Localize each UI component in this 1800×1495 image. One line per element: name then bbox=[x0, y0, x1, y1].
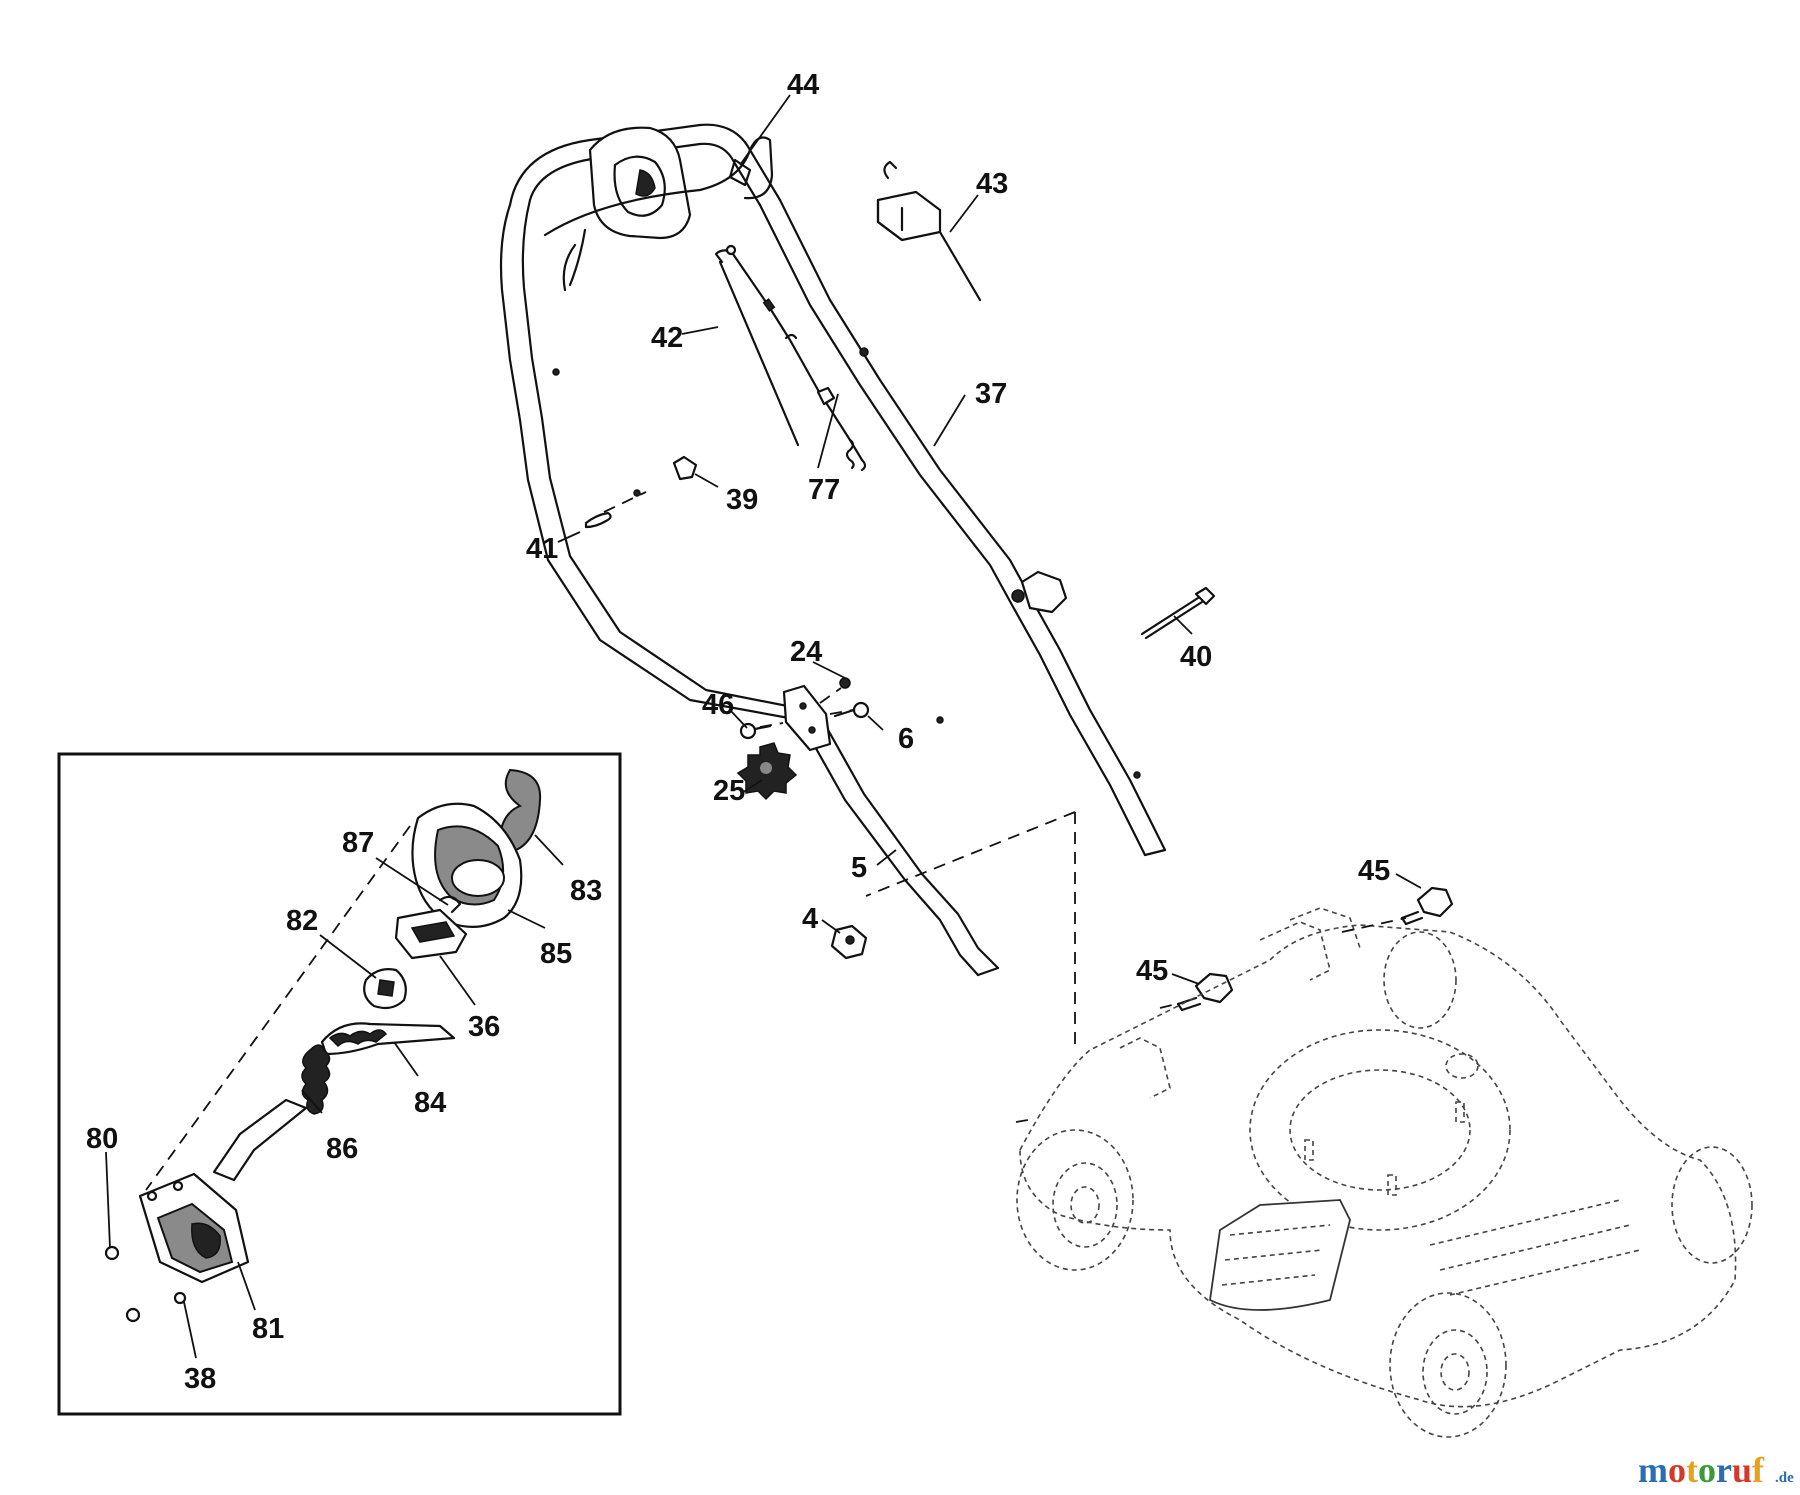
label-81: 81 bbox=[252, 1313, 284, 1345]
wheel-rear-right bbox=[1383, 931, 1457, 1029]
label-87: 87 bbox=[342, 827, 374, 859]
part-41-pin bbox=[584, 511, 612, 529]
motoruf-watermark-logo: motoruf .de bbox=[1638, 1450, 1794, 1490]
label-77: 77 bbox=[808, 474, 840, 506]
label-85: 85 bbox=[540, 938, 572, 970]
label-84: 84 bbox=[414, 1087, 446, 1119]
label-45-right: 45 bbox=[1358, 855, 1390, 887]
part-36-plate bbox=[394, 908, 468, 960]
wm-letter-1: o bbox=[1668, 1450, 1686, 1490]
label-42: 42 bbox=[651, 322, 683, 354]
part-82-knob bbox=[363, 968, 407, 1010]
label-80: 80 bbox=[86, 1123, 118, 1155]
wm-letter-0: m bbox=[1638, 1450, 1668, 1490]
label-37: 37 bbox=[975, 378, 1007, 410]
wheel-front-left bbox=[1389, 1292, 1507, 1438]
part-80-screw bbox=[104, 1245, 120, 1261]
part-38-screw-a bbox=[125, 1307, 141, 1323]
wm-suffix: .de bbox=[1775, 1470, 1794, 1486]
part-81-housing bbox=[138, 1172, 250, 1284]
wheel-front-right bbox=[1671, 1146, 1753, 1264]
label-43: 43 bbox=[976, 168, 1008, 200]
label-38: 38 bbox=[184, 1363, 216, 1395]
label-25: 25 bbox=[713, 775, 745, 807]
wm-letter-3: o bbox=[1698, 1450, 1716, 1490]
part-42-rod bbox=[714, 249, 800, 447]
label-45-left: 45 bbox=[1136, 955, 1168, 987]
label-36: 36 bbox=[468, 1011, 500, 1043]
label-41: 41 bbox=[526, 533, 558, 565]
part-4-nut bbox=[830, 924, 868, 960]
label-39: 39 bbox=[726, 484, 758, 516]
wm-letter-2: t bbox=[1686, 1450, 1698, 1490]
wm-letter-5: u bbox=[1732, 1450, 1752, 1490]
wm-letter-4: r bbox=[1716, 1450, 1732, 1490]
label-82: 82 bbox=[286, 905, 318, 937]
label-24: 24 bbox=[790, 636, 822, 668]
part-40-bolt bbox=[1140, 586, 1216, 640]
label-5: 5 bbox=[851, 852, 867, 884]
part-87-spring bbox=[438, 895, 462, 914]
inset-parts bbox=[104, 768, 542, 1323]
label-86: 86 bbox=[326, 1133, 358, 1165]
part-84-lever bbox=[320, 1022, 456, 1056]
leader-lines bbox=[105, 94, 1422, 1359]
label-4: 4 bbox=[802, 903, 818, 935]
wm-letter-6: f bbox=[1752, 1450, 1765, 1490]
label-44: 44 bbox=[787, 69, 819, 101]
part-39-clip bbox=[672, 455, 698, 481]
part-77-cable bbox=[725, 244, 867, 472]
wheel-rear-left bbox=[1016, 1129, 1134, 1271]
pivot-bracket bbox=[736, 677, 870, 801]
part-86-linkage bbox=[212, 1044, 331, 1182]
label-40: 40 bbox=[1180, 641, 1212, 673]
mower-deck bbox=[1016, 907, 1753, 1438]
part-38-screw-b bbox=[173, 1291, 187, 1305]
label-46: 46 bbox=[702, 689, 734, 721]
svg-text:motoruf: motoruf bbox=[1638, 1450, 1765, 1490]
detail-inset-frame bbox=[57, 752, 622, 1416]
label-83: 83 bbox=[570, 875, 602, 907]
dashed-guides bbox=[603, 491, 1407, 1123]
part-labels: 44 43 42 37 39 77 41 24 40 46 6 25 5 4 4… bbox=[86, 69, 1390, 1395]
part-45-bolt-right bbox=[1400, 886, 1454, 926]
handle-assembly bbox=[499, 123, 1167, 977]
label-6: 6 bbox=[898, 723, 914, 755]
part-43-switch bbox=[876, 160, 982, 302]
part-85-cover bbox=[411, 802, 523, 929]
